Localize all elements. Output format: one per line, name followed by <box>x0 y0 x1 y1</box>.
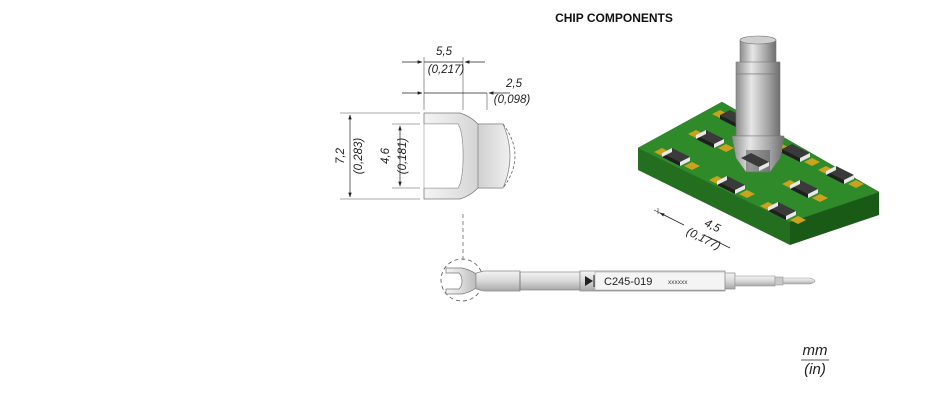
tip-body <box>477 123 511 189</box>
pcb-illustration: 4,5 (0,177) <box>637 35 880 253</box>
extension-lines <box>340 57 488 200</box>
unit-secondary: (in) <box>804 361 826 378</box>
chip-component <box>654 148 700 170</box>
dim-width-in: (0,217) <box>428 64 465 76</box>
dim-slot-in: (0,181) <box>397 138 409 175</box>
cartridge-model: C245-019 <box>604 276 652 288</box>
cartridge-tip <box>445 267 477 295</box>
dim-slot-mm: 4,6 <box>380 147 392 164</box>
cartridge-drawing: C245-019 xxxxxx <box>440 258 816 302</box>
pcb-right-side <box>790 192 879 245</box>
dim-depth-mm: 2,5 <box>505 78 523 90</box>
chip-component <box>818 166 864 188</box>
cartridge-ring <box>724 272 736 290</box>
chip-component <box>782 180 828 202</box>
pcb-front-side <box>638 148 790 245</box>
dim-height-in: (0,283) <box>353 138 365 175</box>
chip-component <box>760 202 806 224</box>
chip-component <box>709 176 755 198</box>
dim-slot: 4,6 (0,181) <box>380 125 409 187</box>
dim-height-mm: 7,2 <box>335 147 347 164</box>
soldering-tip-3d <box>731 35 785 173</box>
dim-width: 5,5 (0,217) <box>402 46 485 76</box>
units-legend: mm (in) <box>801 342 829 378</box>
chip-component <box>688 130 734 152</box>
cartridge-serial: xxxxxx <box>668 279 688 286</box>
arrow-marker-icon <box>585 276 593 286</box>
unit-primary: mm <box>803 342 828 359</box>
cartridge-rear-shaft <box>734 275 776 287</box>
dim-height: 7,2 (0,283) <box>335 114 365 198</box>
page-title: CHIP COMPONENTS <box>555 11 673 25</box>
dim-depth-in: (0,098) <box>494 94 531 106</box>
tip-profile-drawing <box>423 112 516 200</box>
tip-slot <box>423 123 464 189</box>
dim-depth: 2,5 (0,098) <box>402 78 530 106</box>
cartridge-neck <box>475 270 521 292</box>
tip-hidden-edge <box>502 123 516 189</box>
dim-board: 4,5 (0,177) <box>653 208 731 253</box>
dim-width-mm: 5,5 <box>436 46 453 58</box>
cartridge-sleeve <box>519 271 581 291</box>
cartridge-pin <box>782 277 816 285</box>
